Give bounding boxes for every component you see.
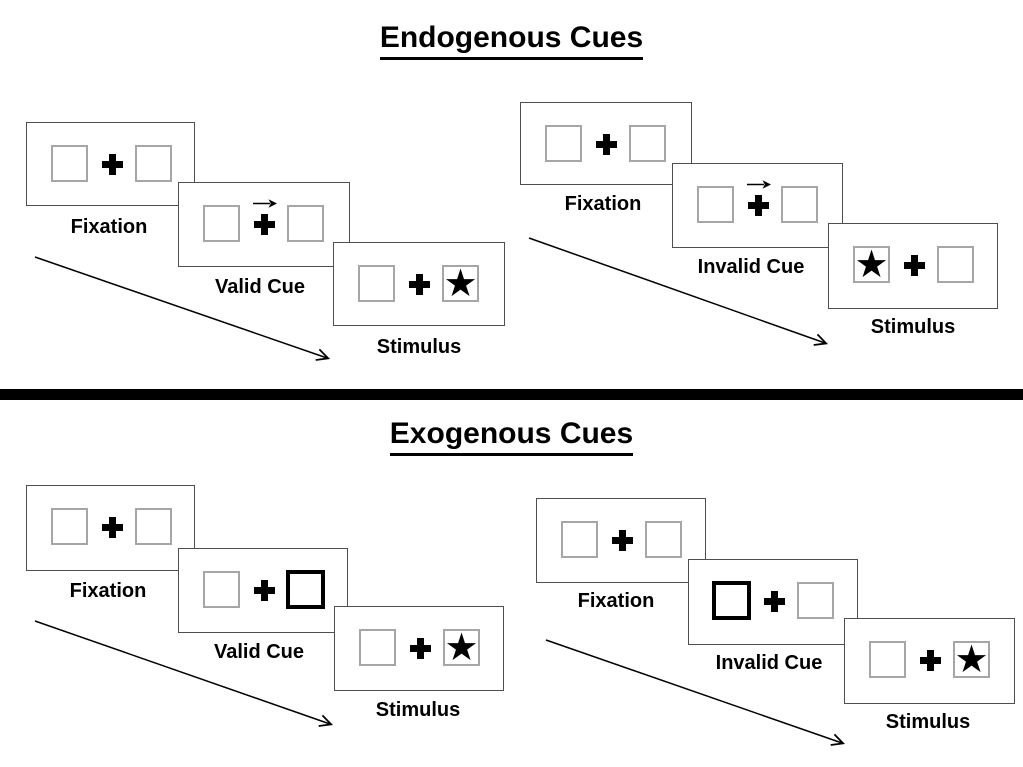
endogenous-invalid-fixation-panel [520, 102, 692, 185]
endogenous-invalid-stimulus-panel: ★ [828, 223, 998, 309]
panel-label-valid-cue: Valid Cue [214, 276, 306, 298]
panel-label-stimulus: Stimulus [376, 336, 462, 358]
target-box-right: ★ [442, 260, 479, 305]
panel-label-valid-cue: Valid Cue [213, 641, 305, 663]
time-arrow-icon [545, 639, 850, 750]
fixation-cross-icon [612, 530, 633, 551]
panel-label-stimulus: Stimulus [375, 699, 461, 721]
panel-label-fixation: Fixation [564, 193, 642, 215]
fixation-cross-icon [102, 517, 123, 538]
endogenous-valid-cue-panel [178, 182, 350, 267]
placeholder-box-right [797, 582, 834, 619]
placeholder-box-left [869, 641, 906, 678]
panel-label-invalid-cue: Invalid Cue [715, 652, 823, 674]
panel-label-fixation: Fixation [577, 590, 655, 612]
endogenous-valid-fixation-panel [26, 122, 195, 206]
time-arrow-icon [34, 256, 335, 365]
panel-label-stimulus: Stimulus [870, 316, 956, 338]
exogenous-invalid-cue-panel [688, 559, 858, 645]
fixation-cross-icon [764, 591, 785, 612]
target-star-icon: ★ [444, 624, 479, 669]
exogenous-invalid-stimulus-panel: ★ [844, 618, 1015, 704]
section-title-exogenous: Exogenous Cues [0, 417, 1023, 456]
fixation-cross-icon [254, 580, 275, 601]
endogenous-invalid-cue-panel [672, 163, 843, 248]
target-box-left: ★ [853, 241, 890, 286]
target-star-icon: ★ [954, 636, 989, 681]
panel-label-stimulus: Stimulus [885, 711, 971, 733]
placeholder-box-right [135, 145, 172, 182]
placeholder-box-right [287, 205, 324, 242]
highlight-cue-box-right [286, 570, 325, 609]
placeholder-box-left [359, 629, 396, 666]
placeholder-box-right [135, 508, 172, 545]
cue-arrow-right-icon [747, 180, 771, 189]
placeholder-box-left [203, 205, 240, 242]
placeholder-box-left [545, 125, 582, 162]
fixation-cross-icon [409, 274, 430, 295]
exogenous-valid-cue-panel [178, 548, 348, 633]
target-star-icon: ★ [854, 241, 889, 286]
placeholder-box-right [629, 125, 666, 162]
exogenous-valid-stimulus-panel: ★ [334, 606, 504, 691]
endogenous-valid-stimulus-panel: ★ [333, 242, 505, 326]
placeholder-box-left [358, 265, 395, 302]
fixation-cross-icon [254, 214, 275, 235]
fixation-cross-icon [748, 195, 769, 216]
placeholder-box-left [51, 145, 88, 182]
time-arrow-icon [34, 620, 338, 731]
cue-arrow-right-icon [253, 199, 277, 208]
placeholder-box-left [51, 508, 88, 545]
exogenous-valid-fixation-panel [26, 485, 195, 571]
placeholder-box-right [645, 521, 682, 558]
placeholder-box-left [561, 521, 598, 558]
placeholder-box-left [697, 186, 734, 223]
highlight-cue-box-left [712, 581, 751, 620]
placeholder-box-right [937, 246, 974, 283]
placeholder-box-right [781, 186, 818, 223]
fixation-cross-icon [596, 134, 617, 155]
panel-label-invalid-cue: Invalid Cue [697, 256, 805, 278]
panel-label-fixation: Fixation [70, 216, 148, 238]
fixation-cross-icon [904, 255, 925, 276]
fixation-cross-icon [920, 650, 941, 671]
fixation-cross-icon [410, 638, 431, 659]
placeholder-box-left [203, 571, 240, 608]
section-divider [0, 389, 1023, 400]
target-star-icon: ★ [443, 260, 478, 305]
target-box-right: ★ [443, 624, 480, 669]
panel-label-fixation: Fixation [69, 580, 147, 602]
target-box-right: ★ [953, 636, 990, 681]
exogenous-invalid-fixation-panel [536, 498, 706, 583]
fixation-cross-icon [102, 154, 123, 175]
section-title-endogenous: Endogenous Cues [0, 21, 1023, 60]
time-arrow-icon [528, 237, 833, 350]
